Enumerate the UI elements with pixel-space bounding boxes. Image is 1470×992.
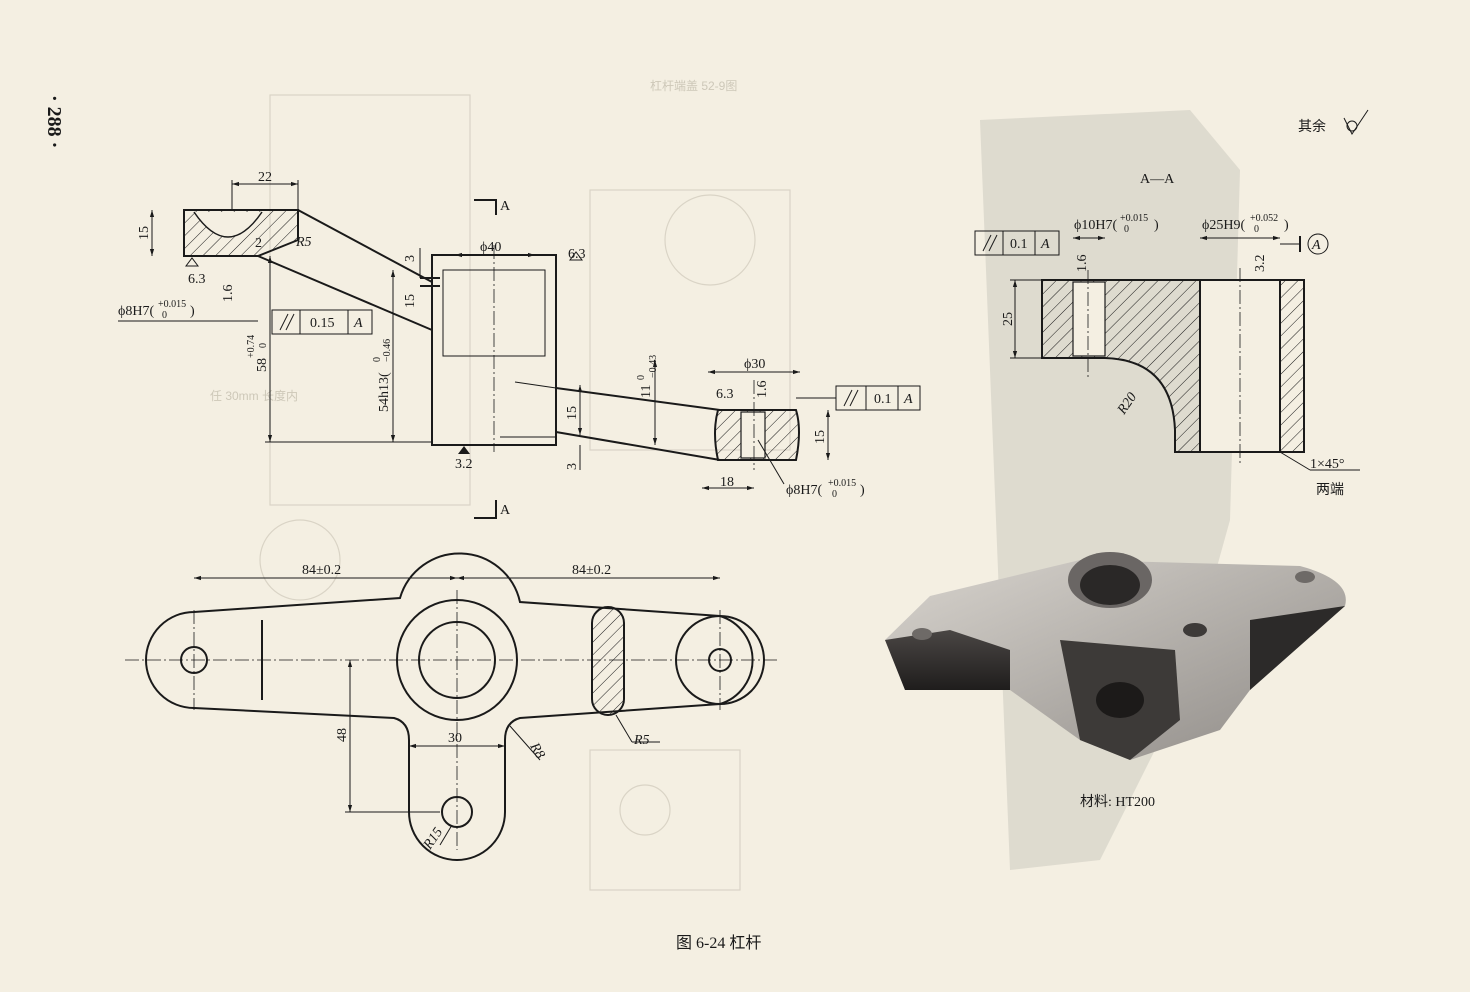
section-datum: A: [1040, 237, 1050, 252]
dim-15-lower: 15: [565, 406, 580, 420]
tol-11-upper: 0: [636, 375, 647, 380]
roughness-note: 其余: [1298, 118, 1326, 135]
rough-1-6-right: 1.6: [755, 381, 770, 399]
tol-phi8-right-upper: +0.015: [828, 478, 856, 489]
dim-1-6: 1.6: [221, 285, 236, 303]
roughness-symbol-icon: [1343, 109, 1369, 135]
dim-3-top: 3: [403, 255, 418, 262]
parallel-value-right: 0.1: [874, 392, 892, 407]
section-cut-top: A: [474, 199, 511, 215]
tol-58-lower: 0: [258, 343, 269, 348]
parallelism-frame-front: 0.15 A: [271, 309, 373, 335]
bore-phi8-right: ϕ8H7(: [786, 483, 822, 498]
central-bore: [418, 621, 496, 699]
left-hole: [180, 646, 208, 674]
figure-caption: 图 6-24 杠杆: [676, 934, 761, 952]
tol-close-1: ): [190, 304, 195, 319]
front-view: 22 15 R5 2 6.3 1.6 ϕ8H7( +0.015 0 ) 0.15…: [118, 170, 921, 519]
section-cut-bottom: A: [474, 500, 511, 519]
dim-54: 54h13(: [377, 372, 392, 412]
dim-30: 30: [448, 731, 462, 746]
r5-top-view: R5: [633, 733, 650, 748]
tol-phi8-upper: +0.015: [158, 299, 186, 310]
r8: R8: [526, 740, 547, 762]
tol-58-upper: +0.74: [246, 335, 257, 358]
tol-phi10-lower: 0: [1124, 224, 1129, 235]
tol-phi25-upper: +0.052: [1250, 213, 1278, 224]
central-boss-outer: [396, 599, 518, 721]
section-parallel-value: 0.1: [1010, 237, 1028, 252]
tol-54-upper: 0: [372, 357, 383, 362]
tol-close-2: ): [860, 483, 865, 498]
isometric-part-image: [885, 552, 1346, 760]
phi30: ϕ30: [744, 357, 765, 372]
datum-circle-label: A: [1311, 238, 1321, 253]
dim-84-right: 84±0.2: [572, 563, 611, 578]
r15: R15: [420, 825, 446, 853]
section-title: A—A: [1140, 172, 1175, 187]
general-roughness-note: 其余: [1298, 109, 1369, 135]
bleed-label-2: 任 30mm 长度内: [210, 388, 298, 403]
tol-phi8-lower: 0: [162, 310, 167, 321]
section-rough-1-6: 1.6: [1075, 255, 1090, 273]
section-dim-25: 25: [1001, 312, 1016, 326]
phi40: ϕ40: [480, 240, 501, 255]
r5-top: R5: [295, 235, 312, 250]
dim-15-right: 15: [813, 430, 828, 444]
page-number: · 288 ·: [43, 95, 65, 148]
datum-a: A: [353, 316, 363, 331]
tol-close-3: ): [1154, 218, 1159, 233]
tol-phi8-right-lower: 0: [832, 489, 837, 500]
dim-15-left: 15: [137, 226, 152, 240]
parallel-value: 0.15: [310, 316, 335, 331]
datum-circle: [1307, 233, 1329, 255]
rough-3-2-bottom: 3.2: [455, 457, 473, 472]
rib-section: [591, 606, 625, 716]
rough-6-3-left: 6.3: [188, 272, 206, 287]
right-boss: [675, 615, 765, 705]
dim-3-bottom: 3: [565, 463, 580, 470]
phi25: ϕ25H9(: [1202, 218, 1245, 233]
bore-phi8: ϕ8H7(: [118, 304, 154, 319]
section-mark-top: A: [500, 199, 511, 214]
material-note: 材料: HT200: [1080, 794, 1155, 810]
rough-6-3-right: 6.3: [716, 387, 734, 402]
dim-48: 48: [335, 728, 350, 742]
parallelism-frame-section: 0.1 A: [974, 230, 1060, 256]
dim-18: 18: [720, 475, 734, 490]
tol-phi10-upper: +0.015: [1120, 213, 1148, 224]
dim-11: 11: [639, 385, 654, 398]
tol-11-lower: −0.43: [648, 355, 659, 378]
dim-15-mid: 15: [403, 294, 418, 308]
lever-outline: [145, 552, 754, 861]
phi10: ϕ10H7(: [1074, 218, 1117, 233]
right-hole: [708, 648, 732, 672]
section-rough-3-2: 3.2: [1253, 255, 1268, 273]
bottom-hole: [441, 796, 473, 828]
bleed-label-1: 杠杆端盖 52-9图: [650, 78, 737, 93]
dim-22: 22: [258, 170, 272, 185]
top-view: 84±0.2 84±0.2 48 30 R8 R5 R15: [125, 552, 780, 861]
section-body-right: [1279, 279, 1305, 453]
chamfer-note: 两端: [1316, 482, 1344, 498]
datum-a-right: A: [903, 392, 913, 407]
dim-2: 2: [255, 236, 262, 251]
dim-58: 58: [255, 358, 270, 372]
parallelism-frame-right: 0.1 A: [796, 385, 921, 411]
tol-54-lower: −0.46: [382, 339, 393, 362]
dim-84-left: 84±0.2: [302, 563, 341, 578]
section-mark-bottom: A: [500, 503, 511, 518]
rough-6-3-top: 6.3: [568, 247, 586, 262]
tol-phi25-lower: 0: [1254, 224, 1259, 235]
tol-close-4: ): [1284, 218, 1289, 233]
chamfer: 1×45°: [1310, 457, 1345, 472]
